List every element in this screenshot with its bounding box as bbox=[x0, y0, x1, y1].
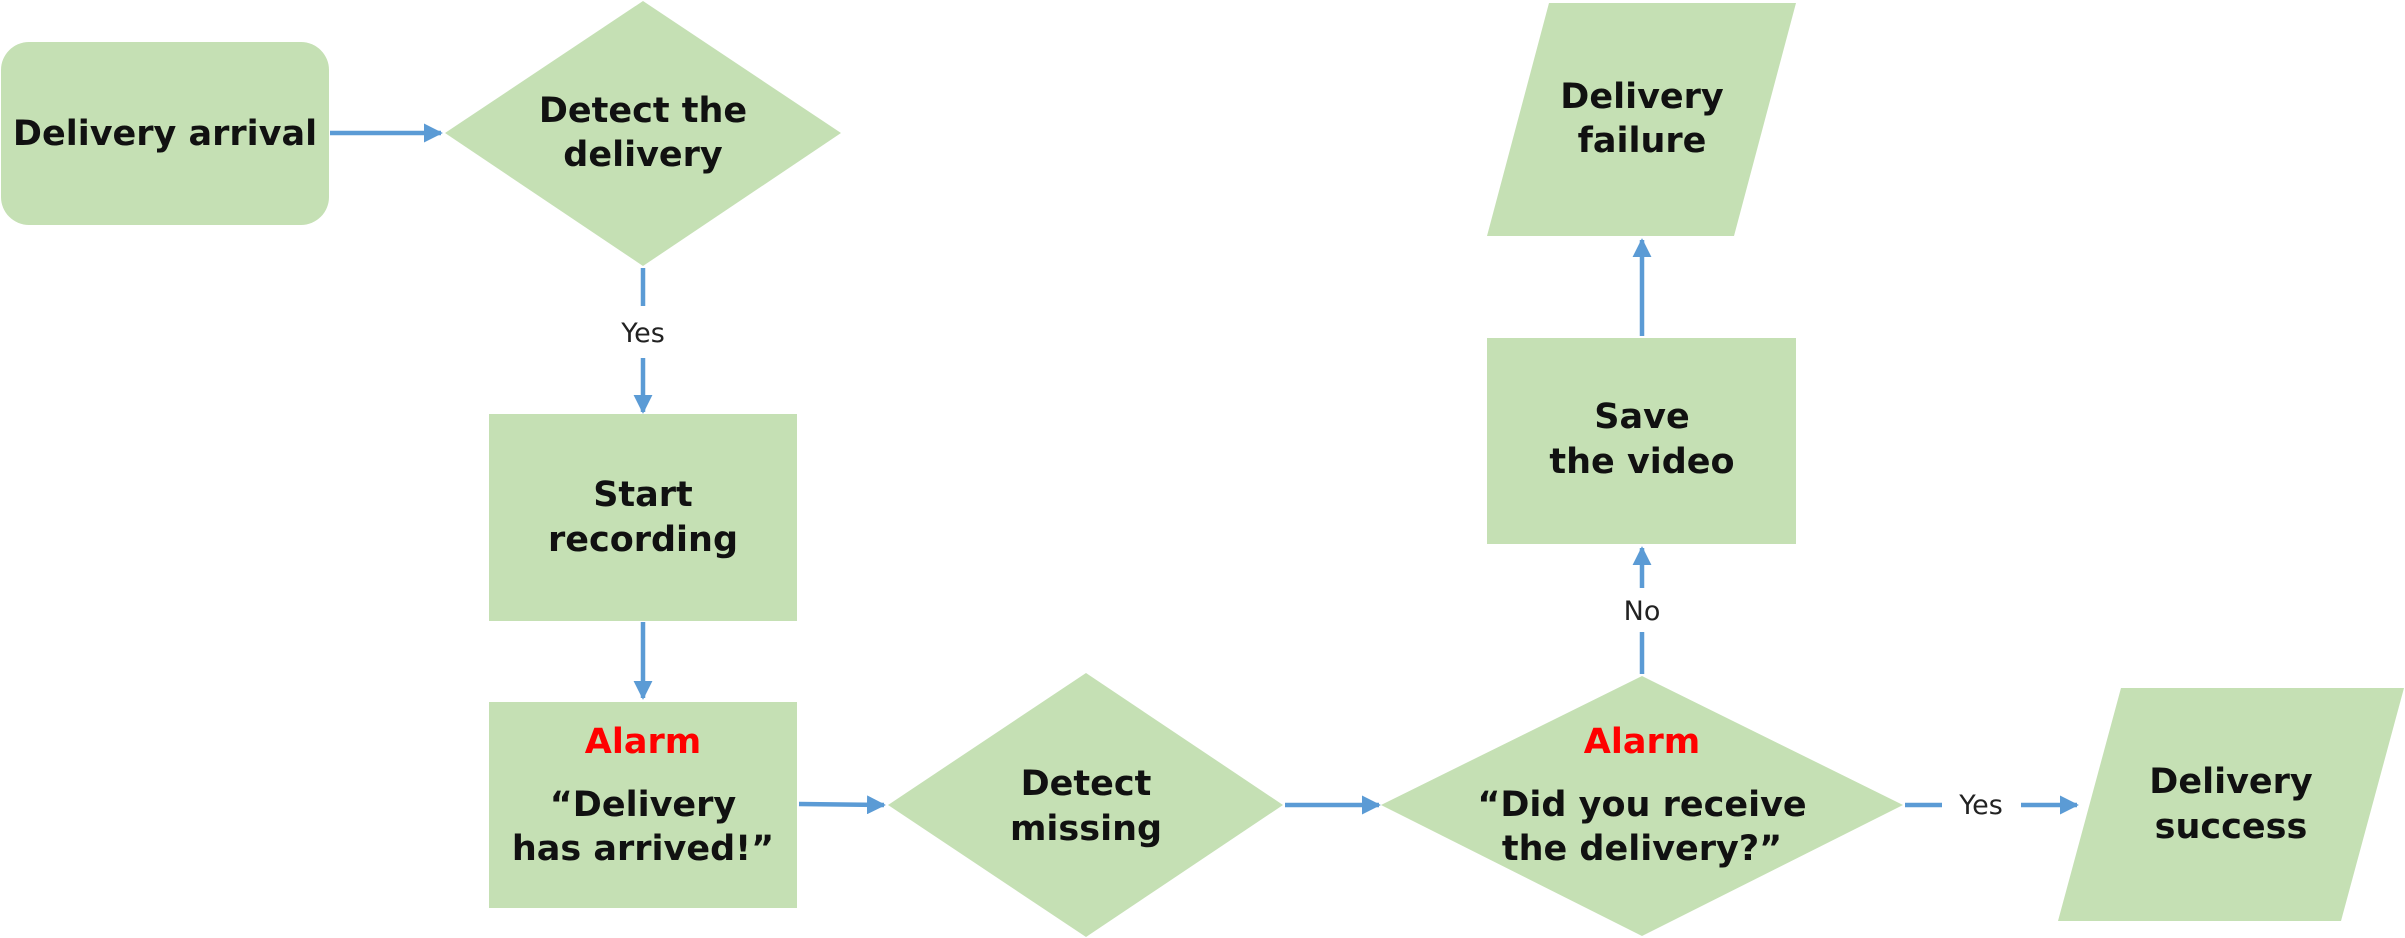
edge-label-yes-success: Yes bbox=[1958, 790, 2003, 821]
rounded-rectangle-shape bbox=[1, 42, 329, 225]
alarm-label: Alarm bbox=[585, 722, 701, 762]
diamond-shape bbox=[888, 673, 1283, 937]
node-label-line-2: success bbox=[2155, 807, 2308, 847]
node-label-line-2: missing bbox=[1010, 809, 1162, 849]
node-label-line-2: delivery bbox=[563, 135, 723, 175]
node-alarm-delivery-arrived: Alarm “Delivery has arrived!” bbox=[489, 702, 797, 908]
node-detect-the-delivery: Detect the delivery bbox=[445, 1, 841, 266]
node-delivery-arrival: Delivery arrival bbox=[1, 42, 329, 225]
node-label-line-2: failure bbox=[1578, 121, 1707, 161]
edge-label-yes-detect: Yes bbox=[620, 318, 665, 349]
node-label-line-1: Detect bbox=[1021, 764, 1152, 804]
edges: Yes No Yes bbox=[330, 123, 2079, 821]
edge-alarm-to-missing bbox=[798, 795, 886, 815]
node-label-line-2: the video bbox=[1549, 442, 1734, 482]
node-detect-missing: Detect missing bbox=[888, 673, 1283, 937]
node-label-line-1: Delivery bbox=[1560, 77, 1724, 117]
rectangle-shape bbox=[489, 702, 797, 908]
diamond-shape bbox=[1381, 676, 1903, 936]
diamond-shape bbox=[445, 1, 841, 266]
parallelogram-shape bbox=[1487, 3, 1796, 236]
rectangle-shape bbox=[489, 414, 797, 621]
node-label: Delivery arrival bbox=[13, 114, 317, 154]
edge-label-no: No bbox=[1624, 596, 1661, 627]
node-label-line-2: recording bbox=[548, 520, 738, 560]
rectangle-shape bbox=[1487, 338, 1796, 544]
node-alarm-did-you-receive: Alarm “Did you receive the delivery?” bbox=[1381, 676, 1903, 936]
alarm-label: Alarm bbox=[1584, 722, 1700, 762]
node-label-line-1: Save bbox=[1594, 397, 1689, 437]
node-label-line-2: has arrived!” bbox=[512, 829, 774, 869]
node-delivery-failure: Delivery failure bbox=[1487, 3, 1796, 236]
node-label-line-1: “Delivery bbox=[550, 785, 737, 825]
node-start-recording: Start recording bbox=[489, 414, 797, 621]
node-delivery-success: Delivery success bbox=[2058, 688, 2404, 921]
node-label-line-1: Detect the bbox=[539, 91, 747, 131]
node-label-line-1: Delivery bbox=[2149, 762, 2313, 802]
node-save-the-video: Save the video bbox=[1487, 338, 1796, 544]
parallelogram-shape bbox=[2058, 688, 2404, 921]
node-label-line-1: Start bbox=[593, 475, 693, 515]
node-label-line-1: “Did you receive bbox=[1477, 785, 1806, 825]
node-label-line-2: the delivery?” bbox=[1502, 829, 1782, 869]
